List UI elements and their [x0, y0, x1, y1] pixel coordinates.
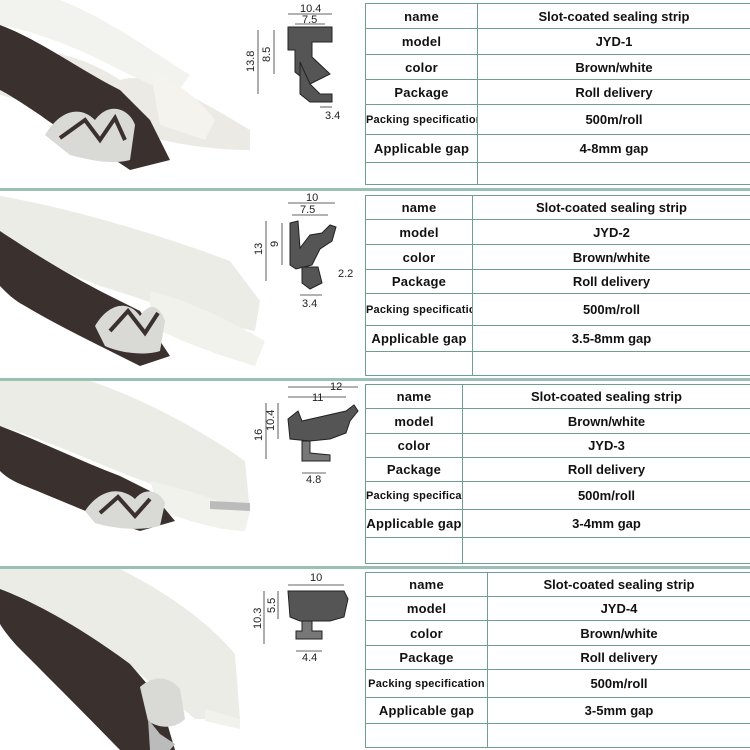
row-label-color: color: [365, 54, 478, 80]
row-label-applicable-gap: Applicable gap: [365, 697, 488, 724]
blank-cell: [365, 723, 488, 748]
product-photo-3: [0, 381, 270, 566]
dim-label: 10.4: [265, 410, 277, 431]
row-value-applicable-gap: 3-4mm gap: [462, 509, 750, 538]
row-value-packing-spec: 500m/roll: [472, 293, 750, 326]
product-photo-2: [0, 191, 270, 378]
row-value-package: Roll delivery: [477, 79, 750, 105]
row-value-name: Slot-coated sealing strip: [462, 384, 750, 409]
row-value-package: Roll delivery: [487, 645, 750, 670]
blank-cell: [487, 723, 750, 748]
cross-section-diagram-2: 10 7.5 9 13 2.2 3.4: [253, 193, 353, 310]
dim-label: 3.4: [325, 110, 340, 122]
row-value-applicable-gap: 3-5mm gap: [487, 697, 750, 724]
row-label-applicable-gap: Applicable gap: [365, 509, 463, 538]
row-label-model: model: [365, 28, 478, 55]
cross-section-diagram-3: 12 11 10.4 16 4.8: [253, 381, 359, 486]
row-label-packing-spec: Packing specification: [365, 481, 463, 510]
row-value-packing-spec: 500m/roll: [462, 481, 750, 510]
row-label-package: Package: [365, 645, 488, 670]
row-value-model: Brown/white: [462, 408, 750, 434]
row-label-color: color: [365, 244, 473, 270]
dim-label: 11: [312, 392, 323, 404]
row-value-color: JYD-3: [462, 433, 750, 458]
blank-cell: [365, 537, 463, 564]
row-label-packing-spec: Packing specification: [365, 104, 478, 135]
row-label-color: color: [365, 620, 488, 646]
blank-cell: [365, 351, 473, 376]
blank-cell: [365, 162, 478, 185]
row-value-model: JYD-1: [477, 28, 750, 55]
dim-label: 7.5: [302, 14, 317, 26]
product-photo-1: [0, 0, 250, 188]
section-separator: [0, 188, 750, 191]
dim-label: 4.8: [306, 474, 321, 486]
blank-cell: [472, 351, 750, 376]
dim-label: 2.2: [338, 268, 353, 280]
row-label-packing-spec: Packing specification: [365, 293, 473, 326]
row-label-model: model: [365, 408, 463, 434]
cross-section-diagram-1: 10.4 7.5 8.5 13.8 3.4: [245, 3, 340, 122]
dim-label: 5.5: [266, 598, 278, 613]
row-value-applicable-gap: 4-8mm gap: [477, 134, 750, 163]
dim-label: 3.4: [302, 298, 317, 310]
dim-label: 10.3: [252, 608, 264, 629]
cross-section-diagram-4: 10 5.5 10.3 4.4: [252, 572, 349, 664]
row-value-packing-spec: 500m/roll: [487, 669, 750, 698]
row-label-name: name: [365, 384, 463, 409]
row-value-package: Roll delivery: [472, 269, 750, 294]
dim-label: 10.4: [300, 3, 321, 15]
row-label-package: Package: [365, 457, 463, 482]
dim-label: 8.5: [261, 47, 273, 62]
row-value-name: Slot-coated sealing strip: [472, 195, 750, 220]
dim-label: 13.8: [245, 51, 257, 72]
blank-cell: [462, 537, 750, 564]
row-value-color: Brown/white: [487, 620, 750, 646]
row-value-name: Slot-coated sealing strip: [487, 572, 750, 597]
row-label-model: model: [365, 596, 488, 621]
row-value-packing-spec: 500m/roll: [477, 104, 750, 135]
row-label-package: Package: [365, 79, 478, 105]
dim-label: 12: [330, 381, 342, 393]
row-label-applicable-gap: Applicable gap: [365, 325, 473, 352]
dim-label: 10: [306, 193, 318, 204]
row-value-name: Slot-coated sealing strip: [477, 3, 750, 29]
row-label-applicable-gap: Applicable gap: [365, 134, 478, 163]
section-separator: [0, 378, 750, 381]
row-label-name: name: [365, 572, 488, 597]
row-value-color: Brown/white: [477, 54, 750, 80]
row-value-model: JYD-2: [472, 219, 750, 245]
row-label-model: model: [365, 219, 473, 245]
dim-label: 9: [269, 241, 281, 247]
row-value-package: Roll delivery: [462, 457, 750, 482]
row-label-color: color: [365, 433, 463, 458]
dim-label: 4.4: [302, 652, 317, 664]
row-value-color: Brown/white: [472, 244, 750, 270]
row-label-packing-spec: Packing specification: [365, 669, 488, 698]
row-label-name: name: [365, 195, 473, 220]
row-value-model: JYD-4: [487, 596, 750, 621]
dim-label: 10: [310, 572, 322, 584]
section-separator: [0, 566, 750, 569]
dim-label: 16: [253, 429, 265, 441]
row-value-applicable-gap: 3.5-8mm gap: [472, 325, 750, 352]
row-label-package: Package: [365, 269, 473, 294]
dim-label: 7.5: [300, 204, 315, 216]
row-label-name: name: [365, 3, 478, 29]
product-photo-4: [0, 569, 255, 750]
blank-cell: [477, 162, 750, 185]
dim-label: 13: [253, 243, 265, 255]
